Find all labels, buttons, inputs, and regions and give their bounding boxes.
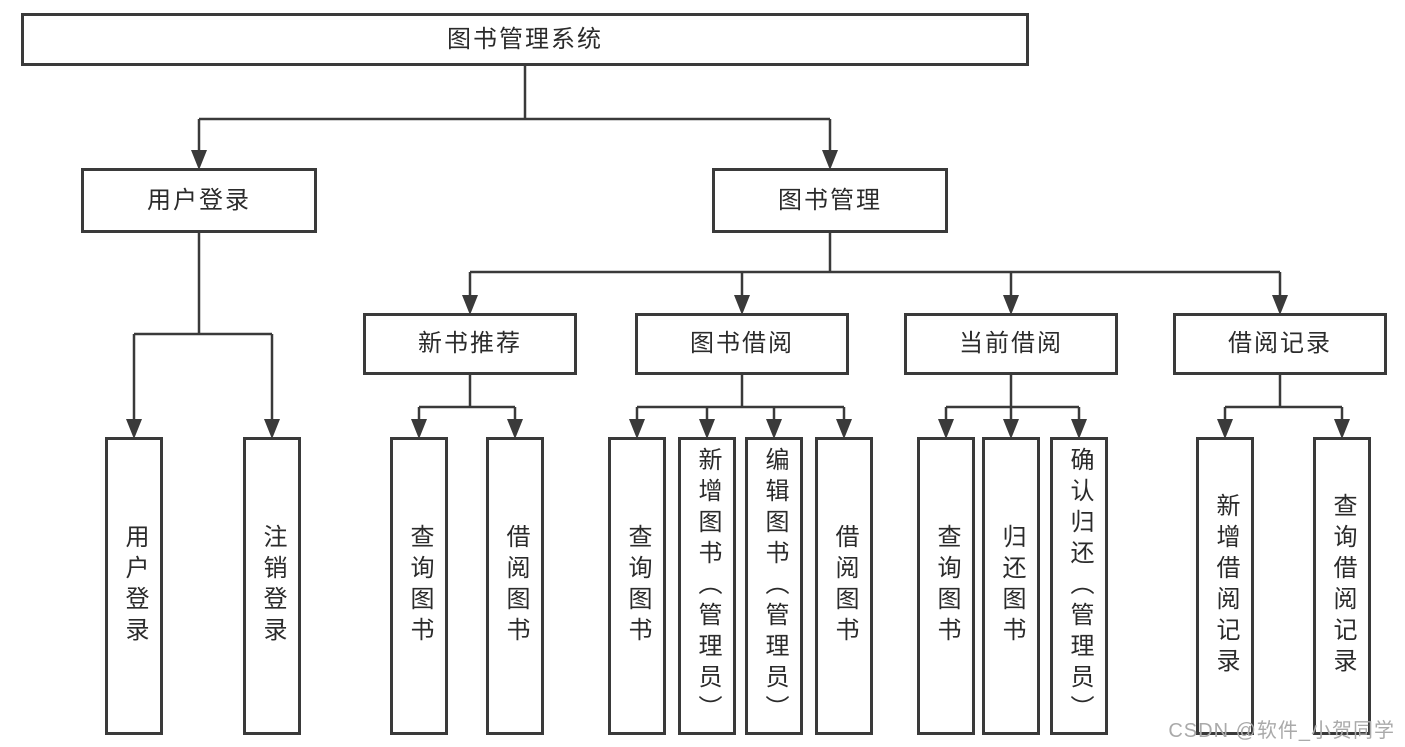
node-borrow-books-1: 借阅图书	[486, 437, 544, 735]
watermark: CSDN @软件_小贺同学	[1168, 720, 1395, 742]
node-query-books-1: 查询图书	[390, 437, 448, 735]
node-label-add-borrow-record: 新增借阅记录	[1212, 493, 1239, 679]
node-user-login-branch: 用户登录	[81, 168, 317, 233]
node-label-book-management: 图书管理	[778, 186, 882, 214]
node-edit-books-admin: 编辑图书（管理员）	[745, 437, 803, 735]
node-label-borrow-books-1: 借阅图书	[502, 524, 529, 648]
node-query-books-3: 查询图书	[917, 437, 975, 735]
node-book-borrowing: 图书借阅	[635, 313, 849, 375]
node-library-system: 图书管理系统	[21, 13, 1029, 66]
node-query-books-2: 查询图书	[608, 437, 666, 735]
node-label-book-borrowing: 图书借阅	[690, 330, 794, 357]
node-label-edit-books-admin: 编辑图书（管理员）	[761, 446, 788, 726]
node-label-borrowing-records: 借阅记录	[1228, 330, 1332, 357]
node-add-books-admin: 新增图书（管理员）	[678, 437, 736, 735]
node-current-borrowing: 当前借阅	[904, 313, 1118, 375]
node-label-confirm-return-admin: 确认归还（管理员）	[1066, 446, 1093, 726]
node-user-login: 用户登录	[105, 437, 163, 735]
node-logout: 注销登录	[243, 437, 301, 735]
node-label-query-books-3: 查询图书	[933, 524, 960, 648]
node-label-user-login: 用户登录	[121, 524, 148, 648]
node-label-current-borrowing: 当前借阅	[959, 330, 1063, 357]
node-label-library-system: 图书管理系统	[447, 25, 603, 53]
node-label-logout: 注销登录	[259, 524, 286, 648]
node-borrowing-records: 借阅记录	[1173, 313, 1387, 375]
node-label-user-login-branch: 用户登录	[147, 186, 251, 214]
node-borrow-books-2: 借阅图书	[815, 437, 873, 735]
node-label-query-borrow-record: 查询借阅记录	[1329, 493, 1356, 679]
node-return-books: 归还图书	[982, 437, 1040, 735]
node-confirm-return-admin: 确认归还（管理员）	[1050, 437, 1108, 735]
node-label-query-books-1: 查询图书	[406, 524, 433, 648]
node-book-management: 图书管理	[712, 168, 948, 233]
node-add-borrow-record: 新增借阅记录	[1196, 437, 1254, 735]
node-query-borrow-record: 查询借阅记录	[1313, 437, 1371, 735]
node-label-return-books: 归还图书	[998, 524, 1025, 648]
node-new-book-recommend: 新书推荐	[363, 313, 577, 375]
node-label-query-books-2: 查询图书	[624, 524, 651, 648]
node-label-new-book-recommend: 新书推荐	[418, 330, 522, 357]
node-label-add-books-admin: 新增图书（管理员）	[694, 446, 721, 726]
node-label-borrow-books-2: 借阅图书	[831, 524, 858, 648]
